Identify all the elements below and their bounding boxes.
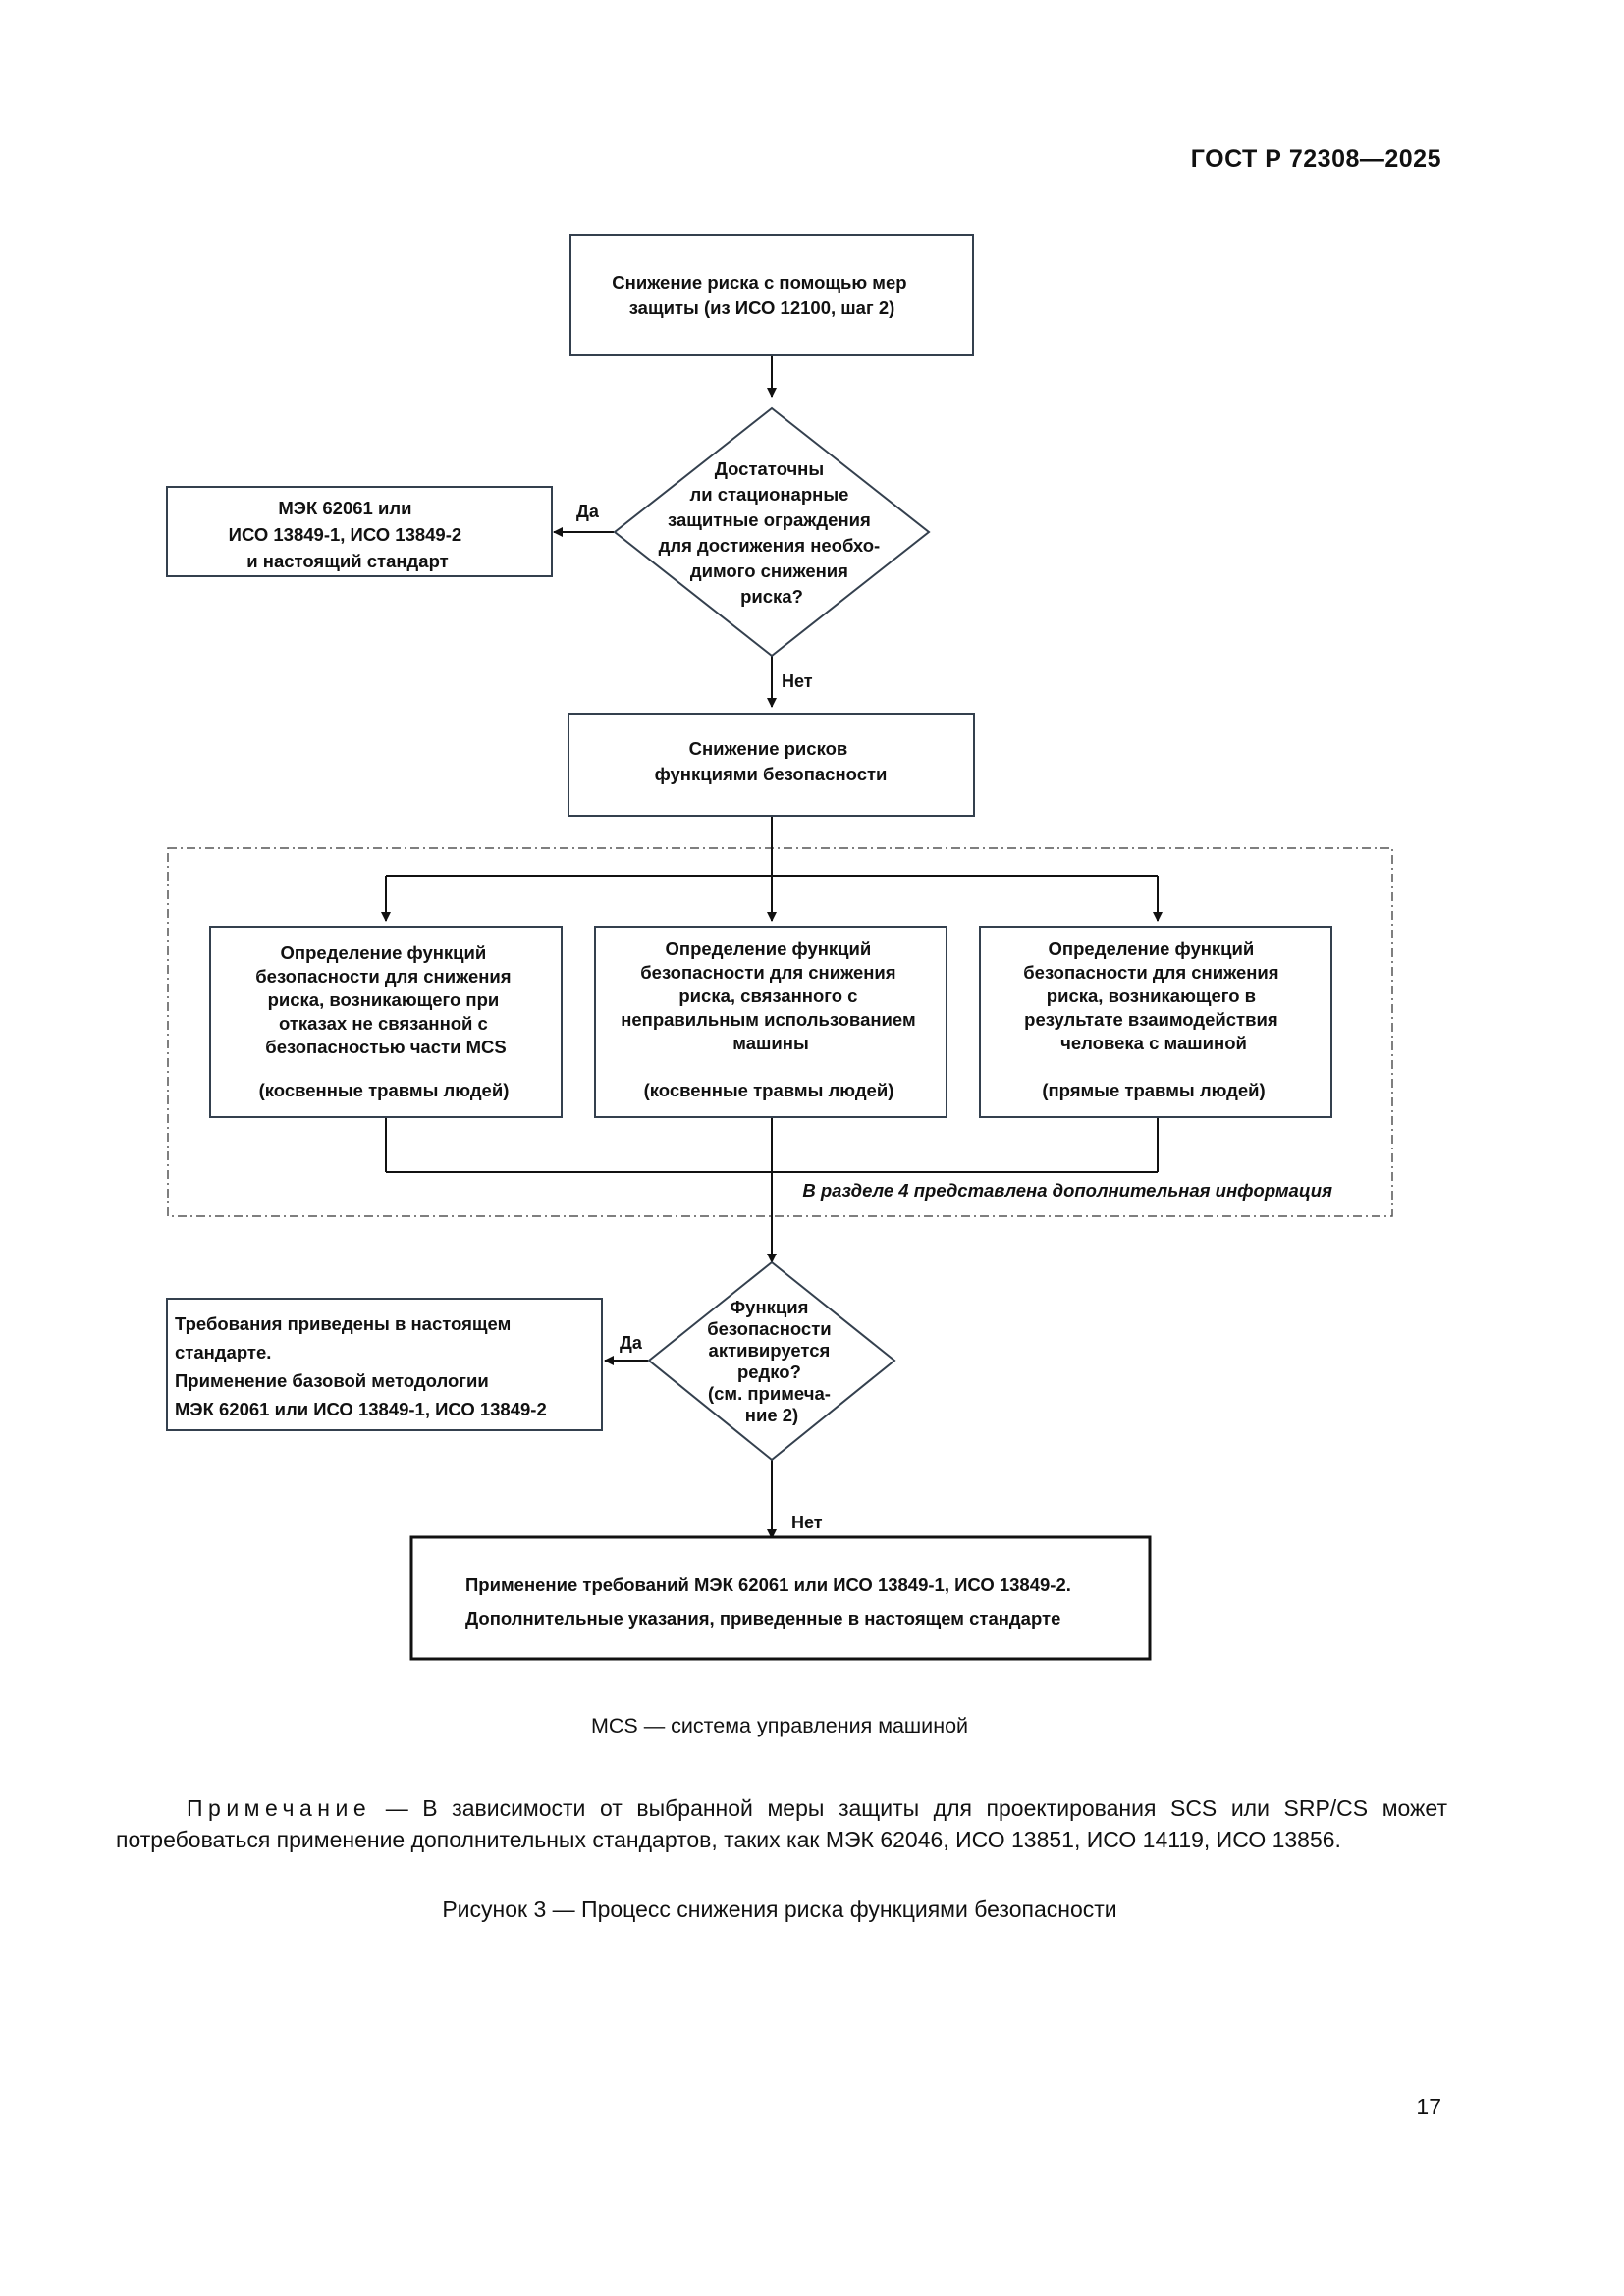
document-code: ГОСТ Р 72308—2025: [1190, 145, 1441, 173]
decision2-no-label: Нет: [791, 1513, 823, 1532]
decision2-text: Функция безопасности активируется редко?…: [707, 1297, 837, 1425]
start-text: Снижение риска с помощью мер защиты (из …: [612, 272, 911, 318]
decision1-yes-box: [166, 486, 553, 577]
decision1-diamond: [613, 406, 931, 658]
branch-3-text: Определение функций безопасности для сни…: [1023, 938, 1284, 1053]
note-lead: Примечание: [187, 1795, 372, 1821]
branch-2-injury: (косвенные травмы людей): [644, 1080, 894, 1100]
abbreviation-legend: MCS — система управления машиной: [590, 1714, 969, 1737]
decision1-yes-label: Да: [576, 502, 600, 521]
safety-functions-group-frame: [167, 847, 1393, 1217]
flowchart: Снижение риска с помощью мер защиты (из …: [166, 234, 1393, 1661]
decision1-yes-text: МЭК 62061 или ИСО 13849-1, ИСО 13849-2 и…: [229, 498, 467, 571]
branch-box-1: [209, 926, 563, 1118]
branch-box-3: [979, 926, 1332, 1118]
connectors: [381, 355, 1163, 1539]
start-box: [569, 234, 974, 356]
decision1-no-label: Нет: [782, 671, 813, 691]
reduce-risks-text: Снижение рисков функциями безопасности: [655, 738, 888, 784]
final-box: [409, 1535, 1152, 1661]
branch-2-text: Определение функций безопасности для сни…: [621, 938, 921, 1053]
final-text: Применение требований МЭК 62061 или ИСО …: [465, 1575, 1076, 1629]
branch-3-injury: (прямые травмы людей): [1042, 1080, 1265, 1100]
decision2-yes-box: [166, 1298, 603, 1431]
branch-1-text: Определение функций безопасности для сни…: [255, 942, 516, 1057]
note-text: — В зависимости от выбранной меры защиты…: [116, 1795, 1447, 1852]
reduce-risks-box: [568, 713, 975, 817]
branch-box-2: [594, 926, 947, 1118]
figure-caption: Рисунок 3 — Процесс снижения риска функц…: [442, 1896, 1117, 1922]
decision2-diamond: [647, 1260, 896, 1462]
decision1-text: Достаточны ли стационарные защитные огра…: [659, 458, 886, 607]
section-note: В разделе 4 представлена дополнительная …: [802, 1180, 1332, 1201]
page-number: 17: [1416, 2094, 1441, 2119]
decision2-yes-text: Требования приведены в настоящем стандар…: [175, 1313, 547, 1419]
decision2-yes-label: Да: [620, 1333, 643, 1353]
figure-note: Примечание — В зависимости от выбранной …: [116, 1792, 1447, 1855]
branch-1-injury: (косвенные травмы людей): [259, 1080, 510, 1100]
